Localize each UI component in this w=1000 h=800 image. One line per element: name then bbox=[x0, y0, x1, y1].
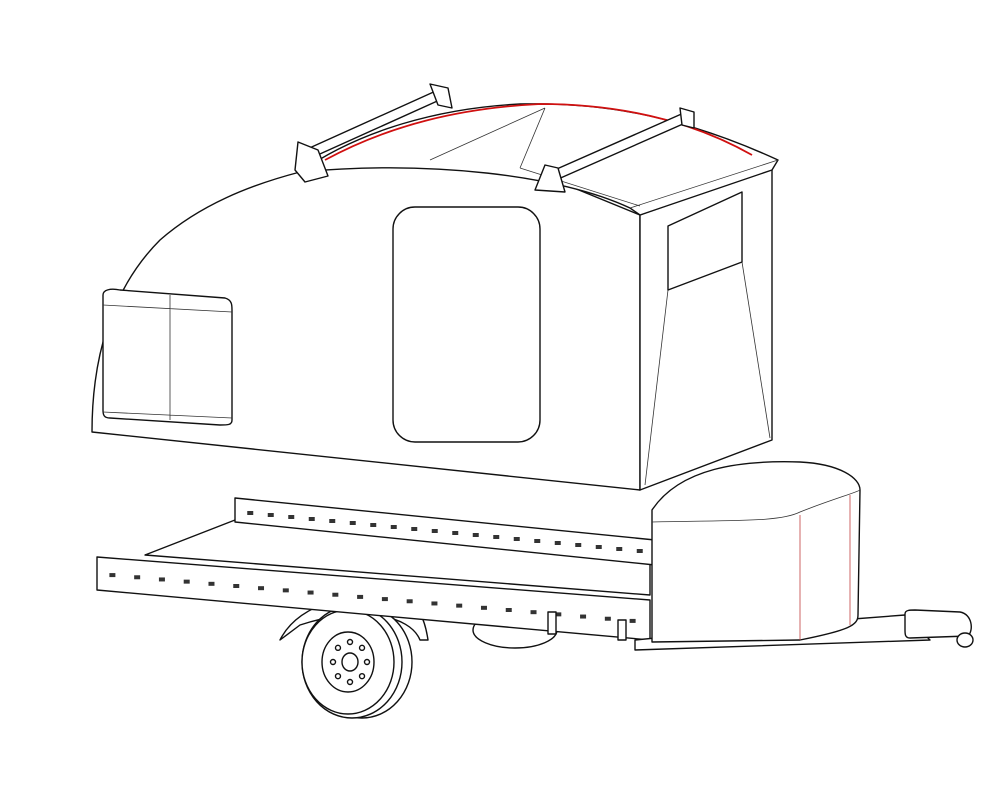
rail-hole bbox=[332, 592, 339, 597]
rail-hole bbox=[258, 586, 265, 591]
lug-nut bbox=[346, 678, 354, 686]
rail-hole bbox=[233, 584, 240, 588]
rail-hole bbox=[390, 525, 397, 529]
rail-hole bbox=[431, 529, 438, 533]
rail-hole bbox=[307, 590, 314, 595]
rail-hole bbox=[604, 616, 611, 621]
lug-nut bbox=[363, 658, 371, 666]
rail-hole bbox=[595, 545, 602, 549]
rail-hole bbox=[308, 517, 315, 521]
rail-hole bbox=[357, 594, 364, 599]
rail-hole bbox=[580, 614, 587, 619]
wheel bbox=[301, 605, 413, 719]
rail-hole bbox=[629, 618, 636, 623]
rail-hole bbox=[554, 541, 561, 545]
lug-nut bbox=[358, 644, 366, 652]
rail-hole bbox=[493, 535, 500, 539]
rail-hole bbox=[406, 599, 413, 604]
hitch bbox=[904, 609, 972, 639]
lug-nut bbox=[334, 644, 342, 652]
rail-hole bbox=[505, 608, 512, 612]
rail-hole bbox=[534, 539, 541, 543]
lug-nut bbox=[358, 672, 366, 680]
rail-hole bbox=[370, 523, 377, 527]
rail-hole bbox=[555, 612, 562, 617]
rail-hole bbox=[431, 601, 438, 606]
rail-hole bbox=[411, 527, 418, 531]
rail-hole bbox=[208, 581, 215, 586]
rail-hole bbox=[480, 605, 487, 610]
rail-hole bbox=[158, 577, 165, 582]
rail-hole bbox=[349, 521, 356, 525]
rail-hole bbox=[329, 519, 336, 523]
lug-nut bbox=[329, 658, 337, 666]
rail-hole bbox=[282, 588, 289, 593]
side-door bbox=[392, 206, 541, 443]
lug-nut bbox=[334, 672, 342, 680]
rail-hole bbox=[183, 579, 190, 584]
rail-hole bbox=[575, 543, 582, 547]
rail-hole bbox=[452, 531, 459, 535]
front-window bbox=[667, 191, 743, 291]
rail-hole bbox=[381, 597, 388, 602]
side-storage-box bbox=[102, 288, 233, 426]
rail-hole bbox=[134, 575, 141, 580]
rail-hole bbox=[267, 513, 274, 517]
rail-hole bbox=[636, 549, 643, 553]
rail-hole bbox=[513, 537, 520, 541]
rail-hole bbox=[530, 610, 537, 615]
rail-hole bbox=[456, 603, 463, 608]
roof-rack bbox=[294, 83, 695, 193]
lug-nut bbox=[346, 638, 354, 646]
rail-hole bbox=[472, 533, 479, 537]
rail-hole bbox=[288, 515, 295, 519]
rail-hole bbox=[616, 547, 623, 551]
rail-hole bbox=[247, 511, 254, 515]
rail-hole bbox=[109, 573, 116, 578]
tongue-box bbox=[651, 461, 861, 643]
